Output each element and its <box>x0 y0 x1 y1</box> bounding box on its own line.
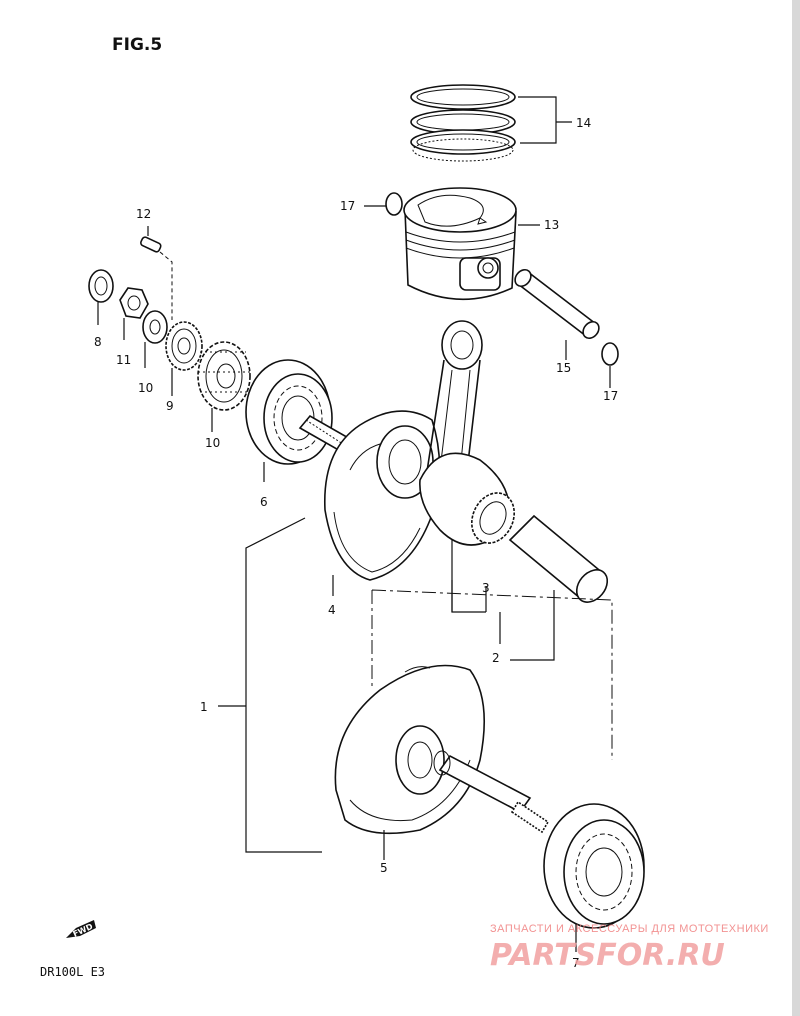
callout-11: 11 <box>116 353 131 367</box>
watermark-tagline: ЗАПЧАСТИ И АКСЕССУАРЫ ДЛЯ МОТОТЕХНИКИ <box>490 923 769 935</box>
callout-5: 5 <box>380 861 388 875</box>
callout-4: 4 <box>328 603 336 617</box>
callout-17-upper: 17 <box>340 199 355 213</box>
piston-pin-circlip-upper <box>385 192 403 216</box>
model-code: DR100L E3 <box>40 965 105 979</box>
crank-web-right <box>334 664 485 835</box>
forward-arrow-icon: FWD <box>66 920 96 939</box>
callout-13: 12 <box>136 207 151 221</box>
callout-9: 9 <box>166 399 174 413</box>
watermark: ЗАПЧАСТИ И АКСЕССУАРЫ ДЛЯ МОТОТЕХНИКИ PA… <box>490 923 769 973</box>
crank-nut <box>119 287 149 319</box>
piston-rings <box>410 84 516 162</box>
callout-15: 14 <box>576 116 591 130</box>
oil-seal <box>88 269 114 303</box>
primary-drive-gear-small <box>165 321 203 371</box>
crank-pin <box>508 514 609 603</box>
crank-web-left <box>323 410 441 581</box>
primary-drive-gear-large <box>197 341 251 411</box>
watermark-brand: PARTSFOR.RU <box>490 938 725 973</box>
crank-bearing-left <box>245 359 333 465</box>
crank-bearing-right <box>543 803 645 929</box>
callout-6: 6 <box>260 495 268 509</box>
callout-7: 7 <box>572 956 580 970</box>
callout-10: 10 <box>205 436 220 450</box>
callout-1: 1 <box>200 700 208 714</box>
callout-8: 8 <box>94 335 102 349</box>
crank-key <box>140 236 162 253</box>
piston-pin <box>514 268 600 340</box>
crank-shaft-right <box>433 750 550 834</box>
scan-edge <box>792 0 800 1016</box>
callout-3: 3 <box>482 581 490 595</box>
callout-16: 15 <box>556 361 571 375</box>
callout-2: 2 <box>492 651 500 665</box>
fwd-label: FWD <box>71 922 94 939</box>
piston-pin-circlip-lower <box>601 342 619 366</box>
figure-title: FIG.5 <box>112 35 162 55</box>
callout-14: 13 <box>544 218 559 232</box>
big-end-needle-bearing <box>471 492 515 544</box>
callout-12: 10 <box>138 381 153 395</box>
piston <box>403 187 517 301</box>
washer <box>142 310 168 344</box>
callout-17-lower: 17 <box>603 389 618 403</box>
